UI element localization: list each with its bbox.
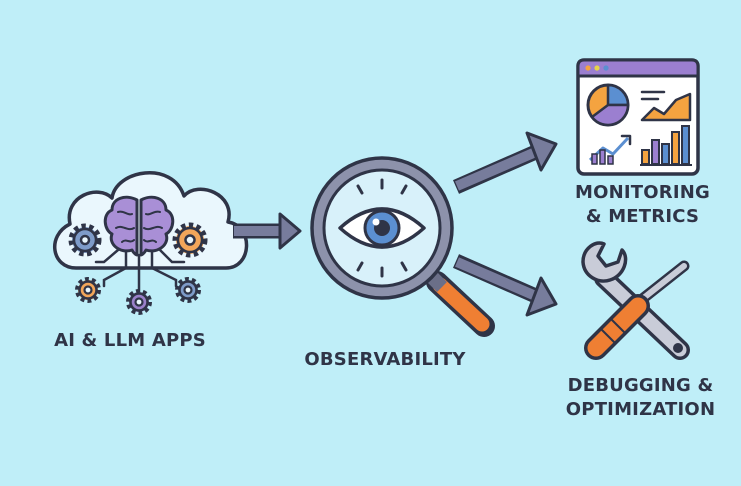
- arrow-icon: [233, 212, 302, 250]
- gear-icon: [75, 277, 101, 303]
- cloud-brain-gears-icon: [53, 171, 249, 315]
- observability-label: OBSERVABILITY: [304, 349, 466, 370]
- pie-chart-icon: [586, 83, 630, 127]
- circuit-lines: [94, 248, 186, 294]
- eye-icon: [338, 207, 426, 249]
- screwdriver-icon: [584, 260, 690, 360]
- wrench-screwdriver-icon: [581, 241, 690, 360]
- gear-icon: [175, 277, 201, 303]
- debugging-label-line: DEBUGGING &: [567, 375, 714, 396]
- brain-icon: [103, 195, 175, 257]
- arrow-icon: [452, 254, 558, 317]
- gear-icon: [172, 222, 208, 258]
- eye-rays: [356, 178, 408, 278]
- monitoring-label: MONITORING & METRICS: [555, 181, 730, 229]
- gear-icon: [126, 289, 152, 315]
- debugging-label: DEBUGGING & OPTIMIZATION: [548, 374, 733, 422]
- apps-label: AI & LLM APPS: [54, 330, 206, 351]
- trend-line-icon: [588, 134, 632, 165]
- magnifying-glass-eye-icon: [310, 156, 495, 337]
- area-chart-icon: [640, 90, 692, 122]
- dashboard-charts-icon: [576, 58, 700, 176]
- debugging-label-line: OPTIMIZATION: [565, 399, 716, 420]
- monitoring-label-line: MONITORING: [575, 182, 710, 203]
- arrow-icon: [452, 131, 558, 194]
- monitoring-label-line: & METRICS: [585, 206, 700, 227]
- bar-chart-icon: [640, 125, 692, 166]
- gear-icon: [68, 223, 102, 257]
- handle: [425, 270, 495, 337]
